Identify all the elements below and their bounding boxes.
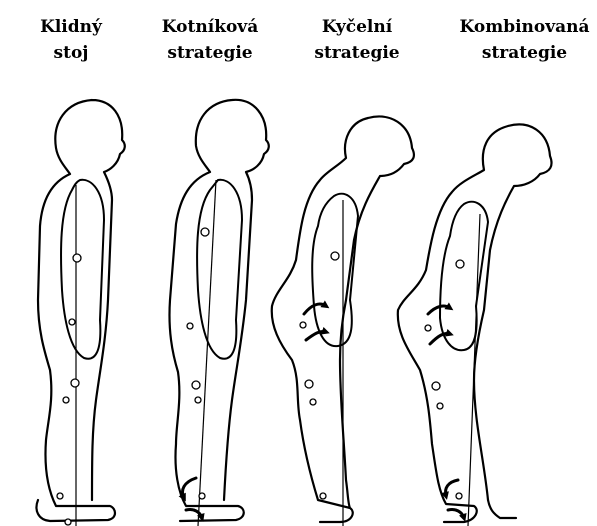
foot-marker <box>65 519 71 525</box>
ankle-rotation-arrow-lower <box>186 509 202 518</box>
ankle-joint <box>199 493 205 499</box>
knee-marker <box>310 399 316 405</box>
knee-joint <box>305 380 313 388</box>
arm-outline <box>61 180 104 359</box>
hip-joint <box>187 323 193 329</box>
center-of-mass <box>331 252 339 260</box>
knee-marker <box>195 397 201 403</box>
hip-rotation-arrow-upper <box>428 306 450 314</box>
figure-combined-strategy <box>398 124 552 526</box>
knee-marker <box>437 403 443 409</box>
ankle-rotation-arrow-lower <box>448 509 464 518</box>
knee-joint <box>71 379 79 387</box>
arm-outline <box>197 180 242 359</box>
ankle-rotation-arrow-upper <box>446 480 459 496</box>
ankle-joint <box>456 493 462 499</box>
body-outline <box>169 100 268 521</box>
ankle-rotation-arrow-upper <box>183 478 197 498</box>
hip-joint <box>425 325 431 331</box>
gravity-line <box>468 214 480 526</box>
figure-quiet-stance <box>37 100 125 526</box>
center-of-mass <box>456 260 464 268</box>
arm-outline <box>312 194 358 346</box>
figure-ankle-strategy <box>169 100 268 526</box>
center-of-mass <box>201 228 209 236</box>
figure-hip-strategy <box>272 116 414 526</box>
ankle-joint <box>57 493 63 499</box>
knee-joint <box>432 382 440 390</box>
hip-joint <box>69 319 75 325</box>
body-outline <box>398 124 552 522</box>
knee-marker <box>63 397 69 403</box>
ankle-joint <box>320 493 326 499</box>
knee-joint <box>192 381 200 389</box>
hip-joint <box>300 322 306 328</box>
body-outline <box>37 100 125 521</box>
center-of-mass <box>73 254 81 262</box>
